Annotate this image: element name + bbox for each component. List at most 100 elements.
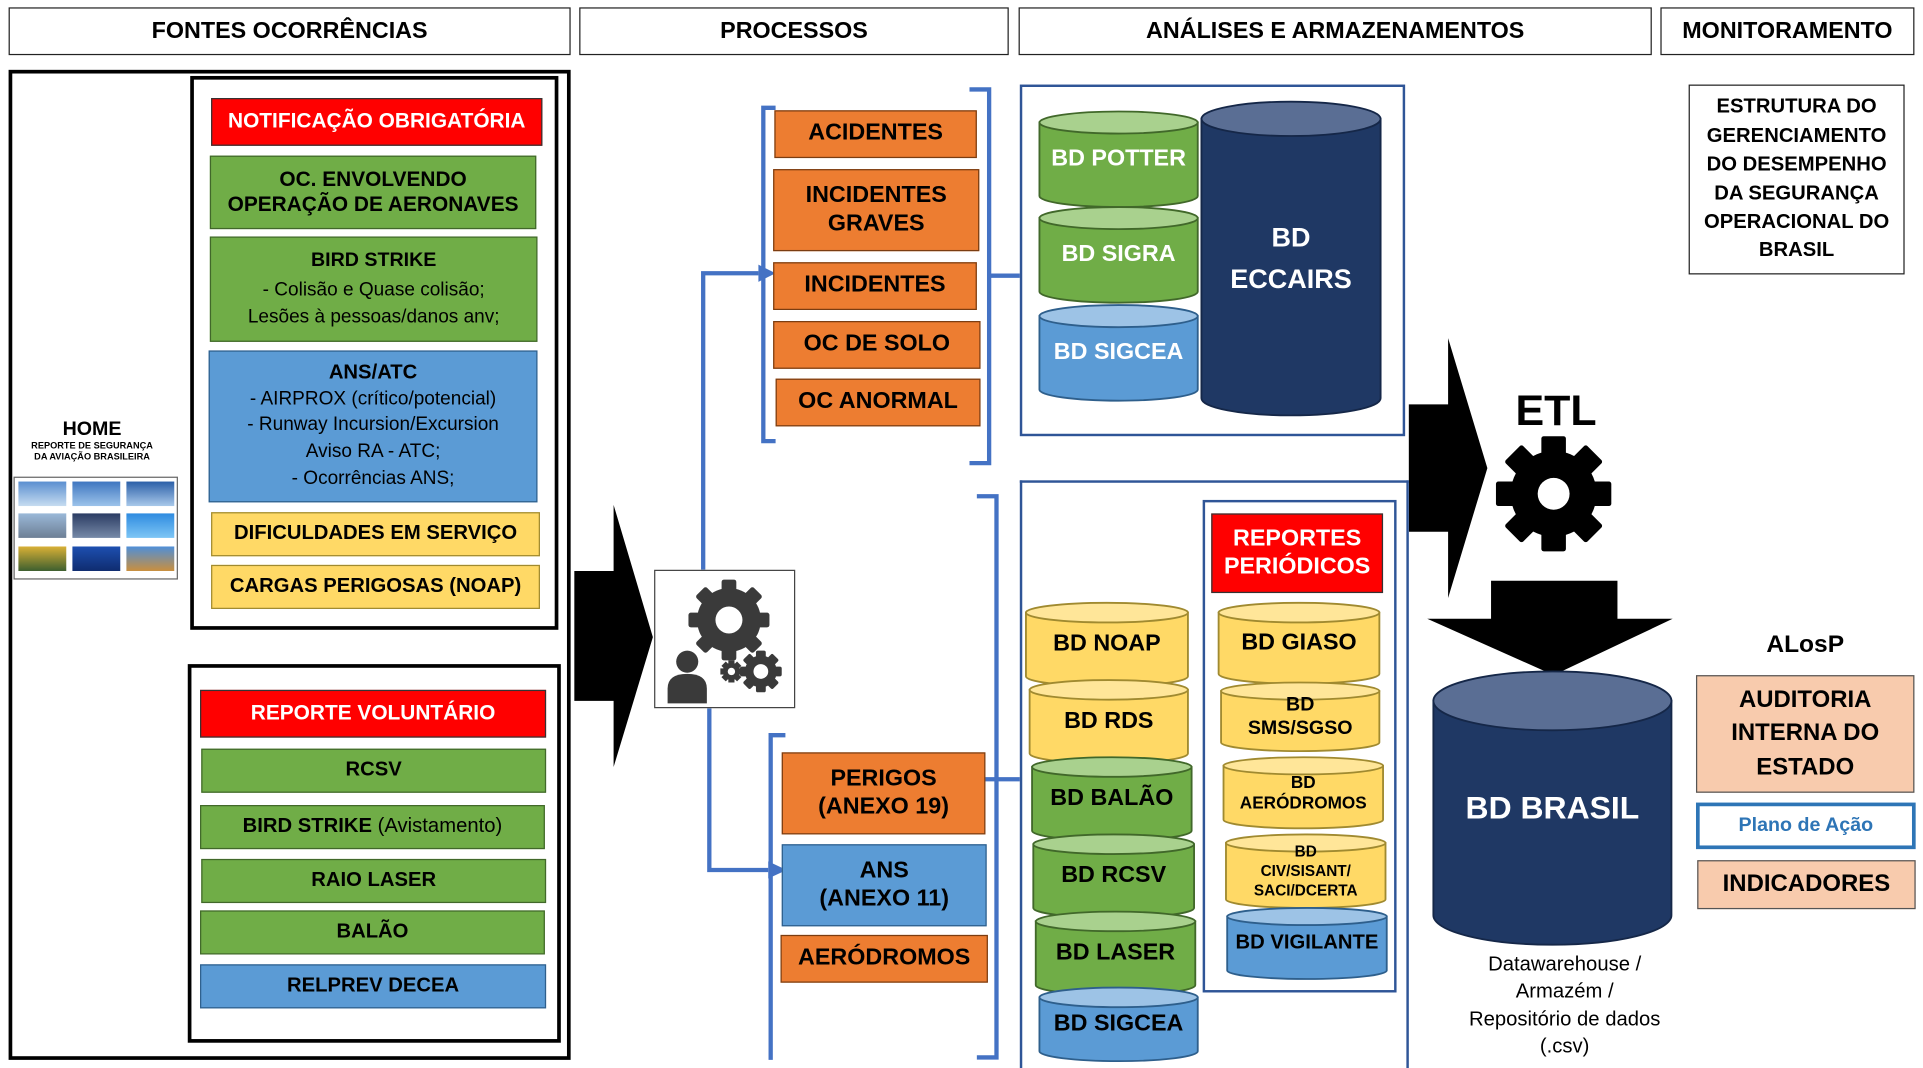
bd-aerodromos-line1: BD bbox=[1290, 772, 1316, 792]
bd-rcsv-label: BD RCSV bbox=[1061, 862, 1167, 888]
process-incidentes-graves[interactable]: INCIDENTES GRAVES bbox=[773, 169, 980, 252]
ans-atc-line2: - Runway Incursion/Excursion bbox=[247, 414, 499, 436]
bd-noap-label: BD NOAP bbox=[1053, 630, 1161, 657]
bd-vigilante-label: BD VIGILANTE bbox=[1235, 931, 1379, 954]
bd-eccairs[interactable]: BD ECCAIRS bbox=[1200, 100, 1382, 417]
auditoria-line2: INTERNA DO bbox=[1731, 719, 1880, 747]
process-perigos[interactable]: PERIGOS (ANEXO 19) bbox=[781, 752, 986, 835]
bd-giaso[interactable]: BD GIASO bbox=[1217, 601, 1381, 685]
thumbnail-aircraft-1 bbox=[18, 481, 67, 507]
bd-eccairs-line2: ECCAIRS bbox=[1230, 263, 1352, 295]
process-oc-solo[interactable]: OC DE SOLO bbox=[773, 321, 981, 369]
bd-laser-label: BD LASER bbox=[1055, 939, 1176, 966]
oc-operacao-line2: OPERAÇÃO DE AERONAVES bbox=[227, 192, 519, 216]
estrutura-gerenciamento: ESTRUTURA DO GERENCIAMENTO DO DESEMPENHO… bbox=[1688, 84, 1905, 275]
relprev-decea[interactable]: RELPREV DECEA bbox=[200, 964, 547, 1009]
bd-civ-line1: BD bbox=[1294, 842, 1317, 860]
oc-operacao-line1: OC. ENVOLVENDO bbox=[279, 167, 467, 191]
bd-sms-line1: BD bbox=[1286, 694, 1315, 716]
process-gear-icon bbox=[654, 569, 796, 709]
bd-sigcea-bottom-label: BD SIGCEA bbox=[1053, 1010, 1184, 1037]
home-thumbnails[interactable] bbox=[13, 476, 178, 580]
bd-vigilante[interactable]: BD VIGILANTE bbox=[1226, 907, 1388, 981]
bd-brasil[interactable]: BD BRASIL bbox=[1432, 670, 1673, 946]
balao-box[interactable]: BALÃO bbox=[200, 910, 545, 955]
arrow-fontes-to-processos bbox=[574, 504, 653, 768]
header-analises: ANÁLISES E ARMAZENAMENTOS bbox=[1018, 7, 1652, 56]
bd-balao-label: BD BALÃO bbox=[1050, 784, 1174, 811]
perigos-line2: (ANEXO 19) bbox=[818, 793, 950, 820]
bd-balao[interactable]: BD BALÃO bbox=[1031, 756, 1193, 842]
auditoria-line3: ESTADO bbox=[1756, 753, 1855, 781]
bd-sigcea-top-label: BD SIGCEA bbox=[1053, 338, 1184, 365]
auditoria-interna[interactable]: AUDITORIA INTERNA DO ESTADO bbox=[1695, 675, 1915, 793]
process-aerodromos[interactable]: AERÓDROMOS bbox=[780, 934, 988, 983]
estrutura-line4: DA SEGURANÇA bbox=[1714, 181, 1879, 205]
arrow-etl-to-bdbrasil bbox=[1427, 580, 1673, 676]
bird-strike-line2: Lesões à pessoas/danos anv; bbox=[247, 305, 500, 327]
incidentes-graves-line2: GRAVES bbox=[827, 210, 925, 236]
bd-sigcea-bottom[interactable]: BD SIGCEA bbox=[1038, 986, 1199, 1063]
header-processos: PROCESSOS bbox=[579, 7, 1009, 56]
thumbnail-aircraft-9 bbox=[126, 546, 175, 571]
reportes-periodicos-title: REPORTES PERIÓDICOS bbox=[1211, 513, 1384, 594]
thumbnail-aircraft-6 bbox=[126, 513, 175, 538]
perigos-line1: PERIGOS bbox=[830, 765, 937, 792]
process-oc-anormal[interactable]: OC ANORMAL bbox=[775, 378, 981, 427]
bd-brasil-label: BD BRASIL bbox=[1465, 788, 1640, 826]
home-subtitle-1: REPORTE DE SEGURANÇA bbox=[31, 439, 153, 451]
home-subtitle-2: DA AVIAÇÃO BRASILEIRA bbox=[34, 450, 150, 462]
home-title: HOME bbox=[62, 419, 122, 440]
bd-sigra-label: BD SIGRA bbox=[1061, 240, 1176, 267]
bird-avistamento-main: BIRD STRIKE bbox=[242, 814, 373, 837]
estrutura-line3: DO DESEMPENHO bbox=[1706, 153, 1887, 176]
estrutura-line5: OPERACIONAL DO bbox=[1703, 210, 1890, 233]
thumbnail-aircraft-4 bbox=[18, 513, 67, 538]
etl-label: ETL bbox=[1515, 387, 1597, 435]
estrutura-line1: ESTRUTURA DO bbox=[1716, 95, 1877, 118]
bd-noap[interactable]: BD NOAP bbox=[1025, 601, 1189, 688]
incidentes-graves-line1: INCIDENTES bbox=[805, 182, 947, 208]
bd-eccairs-line1: BD bbox=[1271, 221, 1311, 252]
bd-civ-sisant[interactable]: BD CIV/SISANT/ SACI/DCERTA bbox=[1225, 833, 1387, 909]
raio-laser-box[interactable]: RAIO LASER bbox=[201, 858, 547, 904]
oc-operacao-aeronaves[interactable]: OC. ENVOLVENDO OPERAÇÃO DE AERONAVES bbox=[209, 155, 537, 230]
bird-strike-title: BIRD STRIKE bbox=[310, 249, 437, 271]
bd-laser[interactable]: BD LASER bbox=[1034, 910, 1197, 996]
process-acidentes[interactable]: ACIDENTES bbox=[774, 110, 977, 159]
bd-sigra[interactable]: BD SIGRA bbox=[1038, 206, 1199, 304]
process-ans-line1: ANS bbox=[859, 857, 909, 884]
rcsv-box[interactable]: RCSV bbox=[201, 748, 547, 793]
process-ans[interactable]: ANS (ANEXO 11) bbox=[781, 844, 987, 927]
ans-atc-box[interactable]: ANS/ATC - AIRPROX (crítico/potencial) - … bbox=[208, 350, 538, 503]
bd-aerodromos[interactable]: BD AERÓDROMOS bbox=[1222, 756, 1384, 830]
thumbnail-aircraft-8 bbox=[72, 546, 121, 571]
bd-rds-label: BD RDS bbox=[1064, 707, 1154, 734]
thumbnail-aircraft-3 bbox=[126, 481, 175, 507]
process-incidentes[interactable]: INCIDENTES bbox=[773, 262, 977, 311]
thumbnail-aircraft-2 bbox=[72, 481, 121, 507]
header-monitoramento: MONITORAMENTO bbox=[1660, 7, 1915, 56]
home-block[interactable]: HOME REPORTE DE SEGURANÇA DA AVIAÇÃO BRA… bbox=[12, 419, 172, 462]
dificuldades-servico[interactable]: DIFICULDADES EM SERVIÇO bbox=[211, 512, 540, 557]
ans-atc-line4: - Ocorrências ANS; bbox=[291, 467, 455, 489]
bd-rds[interactable]: BD RDS bbox=[1028, 679, 1189, 765]
estrutura-line6: BRASIL bbox=[1758, 239, 1835, 262]
bd-brasil-caption: Datawarehouse / Armazém / Repositório de… bbox=[1436, 951, 1694, 1060]
bird-strike-box[interactable]: BIRD STRIKE - Colisão e Quase colisão; L… bbox=[209, 236, 538, 342]
bd-sms-sgso[interactable]: BD SMS/SGSO bbox=[1220, 681, 1381, 753]
cargas-perigosas[interactable]: CARGAS PERIGOSAS (NOAP) bbox=[211, 564, 540, 609]
bd-civ-line3: SACI/DCERTA bbox=[1253, 882, 1358, 900]
plano-de-acao-button[interactable]: Plano de Ação bbox=[1695, 802, 1916, 850]
bird-strike-avistamento[interactable]: BIRD STRIKE (Avistamento) bbox=[200, 805, 545, 850]
bd-rcsv[interactable]: BD RCSV bbox=[1032, 833, 1195, 919]
arrow-to-etl bbox=[1408, 338, 1488, 598]
caption-line4: (.csv) bbox=[1539, 1035, 1590, 1058]
bd-potter-label: BD POTTER bbox=[1051, 145, 1186, 172]
indicadores[interactable]: INDICADORES bbox=[1697, 860, 1916, 910]
reportes-title-line1: REPORTES bbox=[1233, 525, 1362, 552]
bd-sigcea-top[interactable]: BD SIGCEA bbox=[1038, 304, 1199, 402]
bd-potter[interactable]: BD POTTER bbox=[1038, 110, 1199, 208]
auditoria-line1: AUDITORIA bbox=[1738, 686, 1872, 714]
